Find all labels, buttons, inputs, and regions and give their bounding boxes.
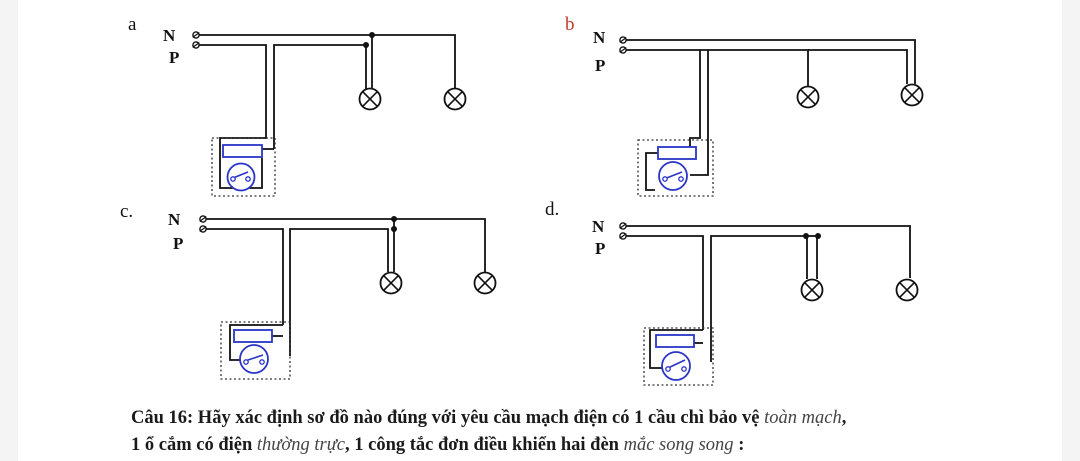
junction-dot (391, 216, 397, 222)
document-page (18, 0, 1062, 461)
lamp-icon (379, 271, 403, 295)
question-line-2-suffix: : (733, 435, 745, 455)
page-margin-left (0, 0, 18, 461)
diagram-d-p-label: P (595, 239, 606, 258)
fuse-icon (222, 144, 263, 158)
question-emphasis-thuong-truc: thường trực (256, 435, 346, 455)
diagram-d-n-label: N (592, 217, 605, 236)
question-line-2-text: 1 ổ cắm có điện (131, 435, 257, 455)
outlet-box (637, 139, 714, 197)
diagram-d (619, 222, 919, 386)
diagram-a-n-label: N (163, 26, 176, 45)
lamp-icon (358, 87, 382, 111)
junction-dot (369, 32, 375, 38)
terminal-icon (198, 215, 208, 223)
question-emphasis-toan-mach: toàn mạch (764, 408, 842, 428)
terminal-icon (619, 222, 627, 230)
diagram-a-label: a (128, 14, 137, 35)
terminal-icon (619, 46, 627, 54)
lamp-icon (895, 278, 919, 302)
switch-icon (226, 162, 256, 192)
lamp-icon (473, 271, 497, 295)
question-line-1-suffix: , (841, 408, 847, 428)
switch-icon (661, 351, 691, 381)
terminal-icon (619, 36, 627, 44)
diagram-b (619, 36, 924, 197)
question-text: Câu 16: Hãy xác định sơ đồ nào đúng với … (131, 405, 1031, 459)
lamp-icon (443, 87, 467, 111)
diagram-c-label: c. (120, 201, 134, 222)
diagram-a-p-label: P (169, 48, 180, 67)
switch-icon (239, 344, 269, 374)
outlet-box (211, 137, 276, 197)
lamp-icon (800, 278, 824, 302)
terminal-icon (191, 31, 201, 39)
diagram-b-n-label: N (593, 28, 606, 47)
question-line-1-text: Câu 16: Hãy xác định sơ đồ nào đúng với … (131, 408, 765, 428)
terminal-icon (619, 232, 627, 240)
junction-dot (815, 233, 821, 239)
terminal-icon (191, 41, 201, 49)
question-line-2: 1 ổ cắm có điện thường trực, 1 công tắc … (131, 432, 1031, 459)
junction-dot (803, 233, 809, 239)
diagram-d-label: d. (545, 199, 560, 220)
fuse-icon (657, 146, 697, 160)
question-line-1: Câu 16: Hãy xác định sơ đồ nào đúng với … (131, 405, 1031, 432)
junction-dot (363, 42, 369, 48)
fuse-icon (233, 329, 273, 343)
terminal-icon (198, 225, 208, 233)
diagram-b-label: b (565, 14, 575, 35)
lamp-icon (900, 83, 924, 107)
socket-icon (658, 161, 688, 191)
diagram-a (191, 31, 467, 197)
question-emphasis-mac-song-song: mắc song song (623, 435, 734, 455)
junction-dot (391, 226, 397, 232)
lamp-icon (796, 85, 820, 109)
diagram-b-p-label: P (595, 56, 606, 75)
question-line-2-mid: , 1 công tắc đơn điều khiển hai đèn (345, 435, 624, 455)
diagram-c (198, 215, 497, 380)
page-margin-right (1062, 0, 1080, 461)
diagram-c-p-label: P (173, 234, 184, 253)
fuse-icon (655, 334, 695, 348)
diagram-c-n-label: N (168, 210, 181, 229)
